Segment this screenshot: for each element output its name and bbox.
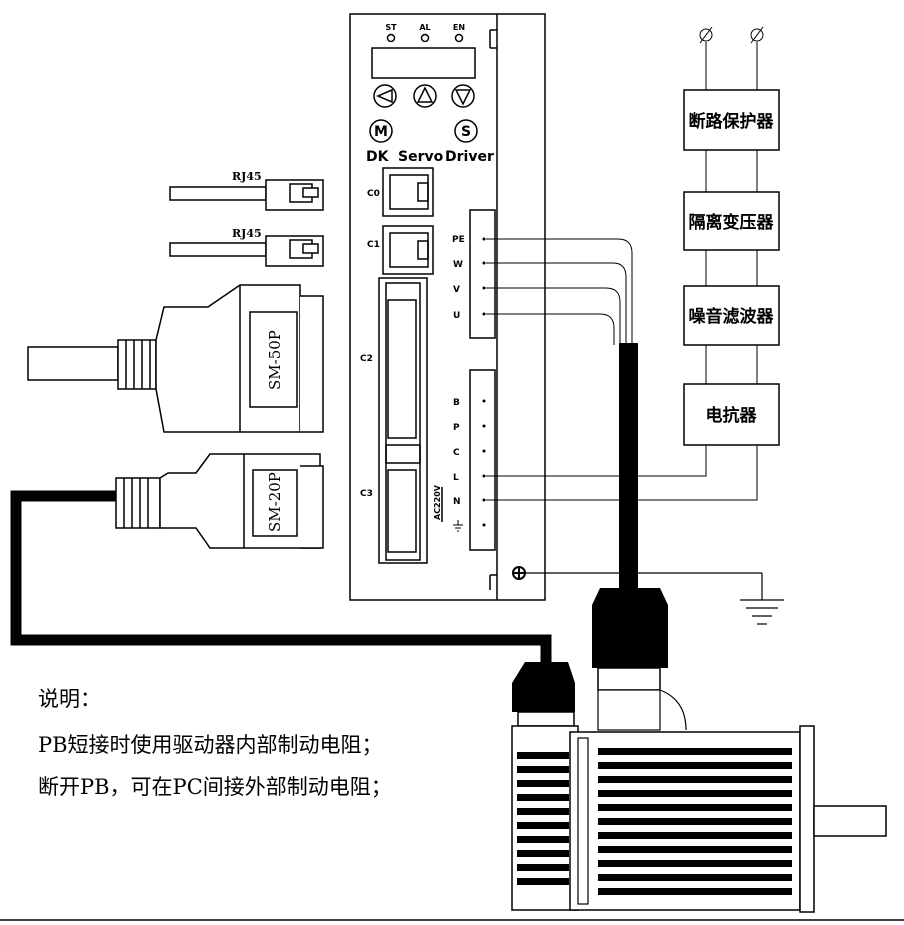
transformer-label: 隔离变压器 <box>689 212 775 233</box>
c-terminal-label: C <box>453 448 460 458</box>
c2-label: C2 <box>360 354 373 364</box>
sm20p-connector <box>115 453 324 549</box>
breaker-label: 断路保护器 <box>689 111 775 132</box>
st-label: ST <box>385 23 397 32</box>
p-terminal-label: P <box>453 423 460 433</box>
transformer-box <box>683 191 780 251</box>
motor-power-cable <box>619 343 638 595</box>
w-terminal-label: W <box>453 260 463 270</box>
filter-box <box>683 285 780 346</box>
al-led <box>420 33 430 43</box>
filter-label: 噪音滤波器 <box>689 306 775 327</box>
power-chain-wiring <box>699 26 764 384</box>
power-chain-labels: 断路保护器 隔离变压器 噪音滤波器 电抗器 <box>689 111 775 426</box>
sm20p-label: SM-20P <box>266 472 284 532</box>
motor-wires <box>486 238 633 345</box>
driver-labels: ST AL EN M S DK Servo Driver C0 C1 C2 C3… <box>360 23 494 520</box>
ac220v-label: AC220V <box>433 484 442 520</box>
breaker-box <box>683 89 780 151</box>
mode-key-label: M <box>374 124 388 140</box>
power-plug <box>592 588 668 668</box>
u-terminal-label: U <box>453 311 460 321</box>
power-wires <box>486 445 758 501</box>
notes-title: 说明： <box>38 687 101 711</box>
v-terminal-label: V <box>453 285 460 295</box>
reactor-box <box>683 383 780 446</box>
driver-body <box>349 13 546 601</box>
terminal-dots <box>482 237 486 527</box>
mode-key[interactable] <box>369 119 393 143</box>
c0-port <box>382 167 434 217</box>
c1-port <box>382 225 434 275</box>
c0-label: C0 <box>367 189 380 199</box>
set-key[interactable] <box>454 119 478 143</box>
st-led <box>386 33 396 43</box>
pe-terminal-label: PE <box>452 235 465 245</box>
motor-fins <box>598 748 792 895</box>
ground-screw-icon <box>512 566 526 580</box>
en-label: EN <box>453 23 465 32</box>
sm50p-connector <box>27 284 324 433</box>
set-key-label: S <box>461 124 471 140</box>
up-key[interactable] <box>413 84 437 108</box>
motor-terminal-block <box>469 209 496 339</box>
down-key[interactable] <box>451 84 475 108</box>
c1-label: C1 <box>367 240 380 250</box>
rj45-label-a: RJ45 <box>232 170 262 183</box>
brand-driver: Driver <box>445 149 494 165</box>
brand-servo: Servo <box>398 149 444 165</box>
c3-label: C3 <box>360 489 373 499</box>
rj45-cable-a <box>169 179 324 211</box>
servo-driver <box>349 13 546 601</box>
al-label: AL <box>419 23 430 32</box>
b-terminal-label: B <box>453 398 460 408</box>
en-led <box>454 33 464 43</box>
rj45-cable-b <box>169 235 324 267</box>
sm50p-label: SM-50P <box>266 330 284 390</box>
notes-line-1: PB短接时使用驱动器内部制动电阻； <box>38 733 383 757</box>
brand-dk: DK <box>366 149 390 165</box>
rj45-label-b: RJ45 <box>232 227 262 240</box>
encoder-plug <box>512 662 575 712</box>
n-terminal-label: N <box>453 497 461 507</box>
notes-line-2: 断开PB，可在PC间接外部制动电阻； <box>38 775 392 799</box>
led-display <box>371 47 476 79</box>
left-key[interactable] <box>373 84 397 108</box>
motor-shaft <box>813 805 887 837</box>
l-terminal-label: L <box>453 473 459 483</box>
pe-terminal-ground-icon <box>453 520 463 532</box>
power-terminal-block <box>469 369 496 551</box>
encoder-cable <box>10 490 552 662</box>
servo-motor <box>511 588 887 913</box>
c2-c3-connector-block <box>378 277 428 564</box>
earth-ground-icon <box>740 573 784 625</box>
reactor-label: 电抗器 <box>706 405 758 426</box>
